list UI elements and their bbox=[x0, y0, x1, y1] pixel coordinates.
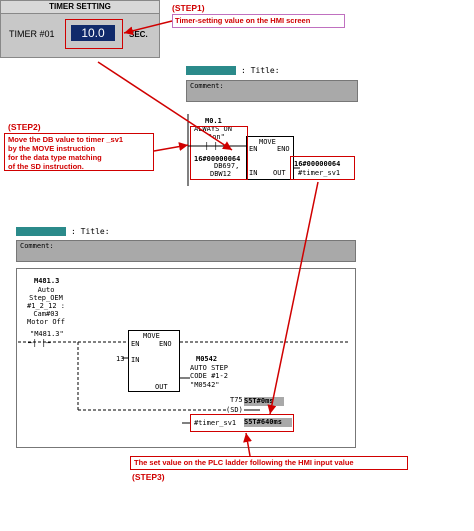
network-a-title: : Title: bbox=[241, 66, 280, 75]
network-b-desc-line: #1_2_12 : bbox=[27, 302, 65, 310]
network-a-move-eno: ENO bbox=[277, 145, 290, 153]
network-b-tv-value: S5T#640ms bbox=[244, 418, 292, 427]
network-b-timer-name: T75 bbox=[230, 396, 243, 404]
network-b-timer-value: S5T#0ms bbox=[244, 397, 284, 406]
network-b-in-value: 13 bbox=[116, 355, 125, 363]
network-a-move-out: OUT bbox=[273, 169, 286, 177]
network-b-move-out: OUT bbox=[155, 383, 168, 391]
network-b-move-eno: ENO bbox=[159, 340, 172, 348]
step3-note: The set value on the PLC ladder followin… bbox=[130, 456, 408, 470]
step1-tag: (STEP1) bbox=[172, 3, 205, 13]
network-b-move-name: MOVE bbox=[143, 332, 160, 340]
network-b-contact-addr: M481.3 bbox=[34, 277, 60, 285]
network-a-move-box: MOVE EN ENO IN OUT bbox=[246, 136, 294, 180]
network-b-frame bbox=[16, 268, 356, 448]
network-b-coil-line: CODE #1-2 bbox=[190, 372, 228, 380]
network-b-desc-line: Cam#03 bbox=[33, 310, 59, 318]
step2-note-line: for the data type matching bbox=[8, 153, 102, 162]
network-a-header: Network 12 : Title: bbox=[186, 66, 280, 75]
network-b-desc-line: Step_OEM bbox=[29, 294, 63, 302]
network-a-comment: Comment: bbox=[186, 80, 358, 102]
network-b-tv-box bbox=[190, 414, 294, 432]
network-b-desc-line: Auto bbox=[37, 286, 55, 294]
network-a-label: Network 12 bbox=[186, 66, 237, 75]
network-a-move-name: MOVE bbox=[259, 138, 276, 146]
network-b-contact-desc: Auto Step_OEM #1_2_12 : Cam#03 Motor Off bbox=[22, 286, 70, 326]
network-a-in-db: DB697, bbox=[214, 162, 240, 170]
network-b-timer-sd: (SD) bbox=[226, 406, 243, 414]
network-b-desc-line: Motor Off bbox=[27, 318, 65, 326]
step2-note-line: by the MOVE instruction bbox=[8, 144, 96, 153]
arrow-step2-to-move bbox=[153, 142, 189, 152]
network-b-tv-var: #timer_sv1 bbox=[194, 419, 237, 427]
step2-note-line: of the SD instruction. bbox=[8, 162, 84, 171]
step2-note-line: Move the DB value to timer _sv1 bbox=[8, 135, 124, 144]
timer-label: TIMER #01 bbox=[9, 29, 55, 39]
network-b-coil-addr: M0542 bbox=[196, 355, 218, 363]
network-a-out-box bbox=[290, 156, 355, 180]
step2-note: Move the DB value to timer _sv1 by the M… bbox=[4, 133, 154, 171]
network-b-move-en: EN bbox=[131, 340, 140, 348]
network-a-out-var: #timer_sv1 bbox=[298, 169, 341, 177]
network-a-out-value: 16#00000064 bbox=[294, 160, 341, 168]
step2-tag: (STEP2) bbox=[8, 122, 41, 132]
step3-tag: (STEP3) bbox=[132, 472, 165, 482]
network-b-contact-alias: "M481.3" bbox=[30, 330, 64, 338]
network-b-move-box: MOVE EN ENO IN OUT bbox=[128, 330, 180, 392]
network-b-title: : Title: bbox=[71, 227, 110, 236]
timer-unit: SEC. bbox=[129, 30, 148, 39]
network-b-coil-line: AUTO STEP bbox=[190, 364, 228, 372]
timer-value-field[interactable]: 10.0 bbox=[71, 25, 115, 41]
network-b-move-in: IN bbox=[131, 356, 140, 364]
network-b-label: Network 15 bbox=[16, 227, 67, 236]
timer-value-highlight bbox=[65, 19, 123, 49]
network-a-move-in: IN bbox=[249, 169, 258, 177]
network-b-coil-desc: AUTO STEP CODE #1-2 bbox=[190, 364, 228, 380]
network-a-move-en: EN bbox=[249, 145, 258, 153]
network-b-comment: Comment: bbox=[16, 240, 356, 262]
network-b-header: Network 15 : Title: bbox=[16, 227, 110, 236]
timer-setting-panel: TIMER SETTING TIMER #01 10.0 SEC. bbox=[0, 0, 160, 58]
timer-panel-title: TIMER SETTING bbox=[1, 1, 159, 14]
network-b-contact-symbol: —| |— bbox=[28, 338, 51, 347]
network-a-contact-addr: M0.1 bbox=[205, 117, 222, 125]
network-a-in-value: 16#00000064 bbox=[194, 155, 241, 163]
step1-note: Timer-setting value on the HMI screen bbox=[172, 14, 345, 28]
network-b-coil-alias: "M0542" bbox=[190, 381, 220, 389]
network-a-in-dbw: DBW12 bbox=[210, 170, 232, 178]
